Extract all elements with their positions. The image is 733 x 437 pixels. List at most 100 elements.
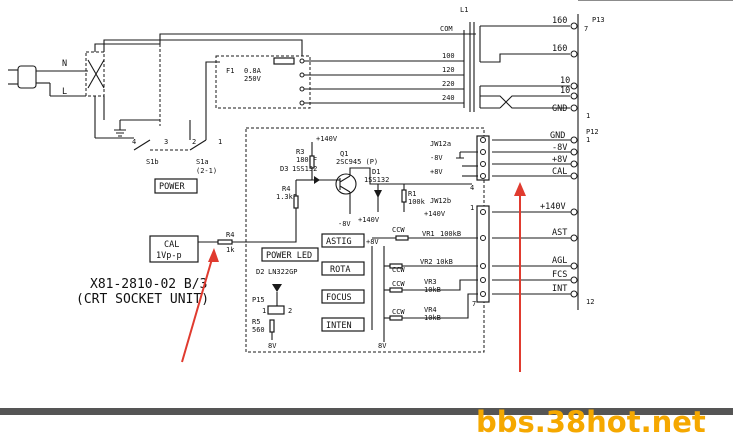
- p12-agl: AGL: [552, 256, 567, 266]
- fuse-tap-box: [215, 55, 311, 109]
- p13-connector: [570, 14, 579, 118]
- p12-plus140v: +140V: [540, 202, 566, 212]
- p13-gnd: GND: [552, 104, 567, 114]
- q1-transistor-icon: [335, 173, 357, 195]
- transformer-icon: [463, 22, 481, 112]
- vr2-ref: VR2: [420, 258, 433, 266]
- fuse-voltage: 250V: [244, 75, 262, 83]
- r4-inner-value: 1.3kF: [276, 193, 297, 201]
- cal-label: CAL: [164, 240, 179, 250]
- p13-160a: 160: [552, 16, 567, 26]
- jumper-pin-4: 4: [470, 184, 474, 192]
- board-id: X81-2810-02 B/3: [90, 277, 207, 292]
- inten-box: [321, 317, 365, 332]
- p15-ref: P15: [252, 296, 265, 304]
- r4-inner-resistor-icon: [293, 195, 299, 209]
- bottom-bar: [0, 408, 733, 415]
- p12-ast: AST: [552, 228, 567, 238]
- r1-value: 100k: [408, 198, 426, 206]
- board-name: (CRT SOCKET UNIT): [76, 292, 209, 307]
- jumper-plus8: +8V: [430, 168, 443, 176]
- r4-inner-ref: R4: [282, 185, 290, 193]
- vr3-ref: VR3: [424, 278, 437, 286]
- d3-ref: D3: [280, 165, 288, 173]
- vr3-ccw: CCW: [392, 280, 405, 288]
- p13-160b: 160: [552, 44, 567, 54]
- d2-ref: D2: [256, 268, 264, 276]
- switch-s1b-label: S1b: [146, 158, 159, 166]
- r4-outer-value: 1k: [226, 246, 235, 254]
- d1-part: 1SS132: [364, 176, 389, 184]
- red-arrow-cal: [181, 248, 219, 363]
- d3-part: 1SS132: [292, 165, 317, 173]
- pots-wiring: [371, 235, 478, 342]
- jumper-pin-7: 7: [472, 300, 476, 308]
- jumper-block: [476, 135, 490, 303]
- rota-label: ROTA: [330, 265, 350, 275]
- vr4-ref: VR4: [424, 306, 437, 314]
- switch-pin-3: 3: [164, 138, 168, 146]
- vr4-ccw: CCW: [392, 308, 405, 316]
- supply-gnd-8v-led: 8V: [268, 342, 277, 350]
- r5-value: 560: [252, 326, 265, 334]
- power-label: POWER: [159, 182, 185, 192]
- r1-ref: R1: [408, 190, 416, 198]
- power-led-box: [261, 247, 319, 262]
- p13-10b: 10: [560, 86, 570, 96]
- power-label-box: [154, 178, 198, 194]
- fuse-rating: 0.8A: [244, 67, 262, 75]
- d2-part: LN322GP: [268, 268, 298, 276]
- supply-plus140-b: +140V: [358, 216, 380, 224]
- p12-pin-bottom: 12: [586, 298, 594, 306]
- red-arrow-cal-connector: [514, 182, 526, 372]
- vr1-value: 100kB: [440, 230, 461, 238]
- secondary-wires: [480, 25, 570, 109]
- p12-pin-top: 1: [586, 136, 590, 144]
- power-led-label: POWER LED: [266, 251, 312, 261]
- p12-plus8v: +8V: [552, 155, 567, 165]
- watermark: bbs.38hot.net: [476, 405, 706, 437]
- jumper-plus140: +140V: [424, 210, 446, 218]
- jumper-minus8: -8V: [430, 154, 443, 162]
- cal-box: [149, 235, 199, 263]
- transformer-taps: [299, 58, 464, 106]
- vr2-ccw: CCW: [392, 266, 405, 274]
- astig-box: [321, 233, 365, 248]
- switch-pin-4: 4: [132, 138, 136, 146]
- r5-ref: R5: [252, 318, 260, 326]
- vr4-value: 10kB: [424, 314, 441, 322]
- p13-ref: P13: [592, 16, 605, 24]
- p12-int: INT: [552, 284, 567, 294]
- switch-pin-1: 1: [218, 138, 222, 146]
- tap-100: 100: [442, 52, 455, 60]
- vr2-value: 10kB: [436, 258, 453, 266]
- switch-s1a-label: S1a: [196, 158, 209, 166]
- r3-value: 180kF: [296, 156, 317, 164]
- p13-pin-bottom: 1: [586, 112, 590, 120]
- astig-label: ASTIG: [326, 237, 352, 247]
- p15-connector: [267, 305, 285, 315]
- p12-cal: CAL: [552, 167, 567, 177]
- p12-ref: P12: [586, 128, 599, 136]
- tap-240: 240: [442, 94, 455, 102]
- led-icon: [272, 284, 282, 292]
- p12-gnd: GND: [550, 131, 565, 141]
- p15-pin-2: 2: [288, 307, 292, 315]
- supply-minus8: -8V: [338, 220, 351, 228]
- jw12a-label: JW12a: [430, 140, 451, 148]
- vr3-value: 10kB: [424, 286, 441, 294]
- focus-label: FOCUS: [326, 293, 352, 303]
- mains-l-label: L: [62, 87, 67, 97]
- supply-plus140: +140V: [316, 135, 338, 143]
- mains-plug-icon: [8, 65, 88, 96]
- power-switch: [95, 61, 220, 151]
- p15-pin-1: 1: [262, 307, 266, 315]
- tap-120: 120: [442, 66, 455, 74]
- supply-plus8: +8V: [366, 238, 379, 246]
- focus-box: [321, 289, 365, 304]
- p12-fcs: FCS: [552, 270, 567, 280]
- transformer-label: L1: [460, 6, 468, 14]
- mains-n-label: N: [62, 59, 67, 69]
- supply-gnd-8v-pots: 8V: [378, 342, 387, 350]
